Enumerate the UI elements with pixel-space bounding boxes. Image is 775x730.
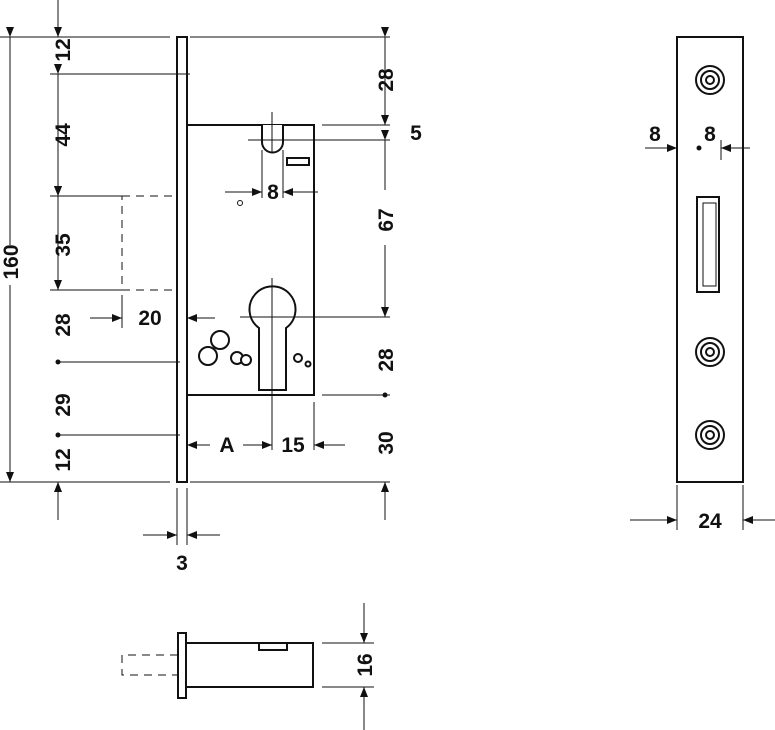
dim-8-slot: 8	[267, 181, 279, 204]
dim-3: 3	[176, 552, 188, 575]
dim-5: 5	[410, 122, 422, 145]
dim-8-right: 8	[704, 123, 716, 146]
screw-hole-middle	[695, 337, 725, 367]
dim-24: 24	[698, 510, 722, 533]
dim-67: 67	[375, 208, 398, 231]
dim-28-left: 28	[52, 313, 75, 337]
dim-44: 44	[52, 123, 75, 147]
pin-hole	[237, 200, 243, 206]
dim-28-right-top: 28	[375, 68, 398, 92]
latch-slot	[286, 157, 310, 166]
bolt-dashed-outline-bottom	[121, 654, 178, 676]
dim-8-left: 8	[649, 123, 661, 146]
faceplate	[176, 36, 188, 483]
dim-15: 15	[281, 434, 305, 457]
dim-20: 20	[138, 307, 161, 330]
dim-a-backset: A	[219, 434, 234, 457]
faceplate-edge	[177, 632, 187, 699]
dim-160: 160	[0, 244, 23, 279]
bolt-dashed-outline	[121, 195, 178, 291]
case-notch	[258, 642, 288, 651]
dim-35: 35	[52, 233, 75, 257]
front-view: 12 44 35 28 29 12 160 28 5 67 28 30	[0, 0, 422, 575]
dim-12-top: 12	[52, 38, 75, 61]
dim-30: 30	[375, 431, 398, 454]
bottom-view: 16	[121, 603, 377, 730]
dim-28-right-bottom: 28	[375, 348, 398, 372]
side-view: 8 8 24	[630, 36, 775, 533]
screw-hole-bottom	[695, 420, 725, 450]
dim-16: 16	[354, 653, 377, 676]
follower-holes	[198, 330, 312, 368]
screw-hole-top	[695, 65, 725, 95]
dim-29: 29	[52, 393, 75, 416]
case-body	[185, 642, 314, 688]
dim-12-bottom: 12	[52, 448, 75, 471]
